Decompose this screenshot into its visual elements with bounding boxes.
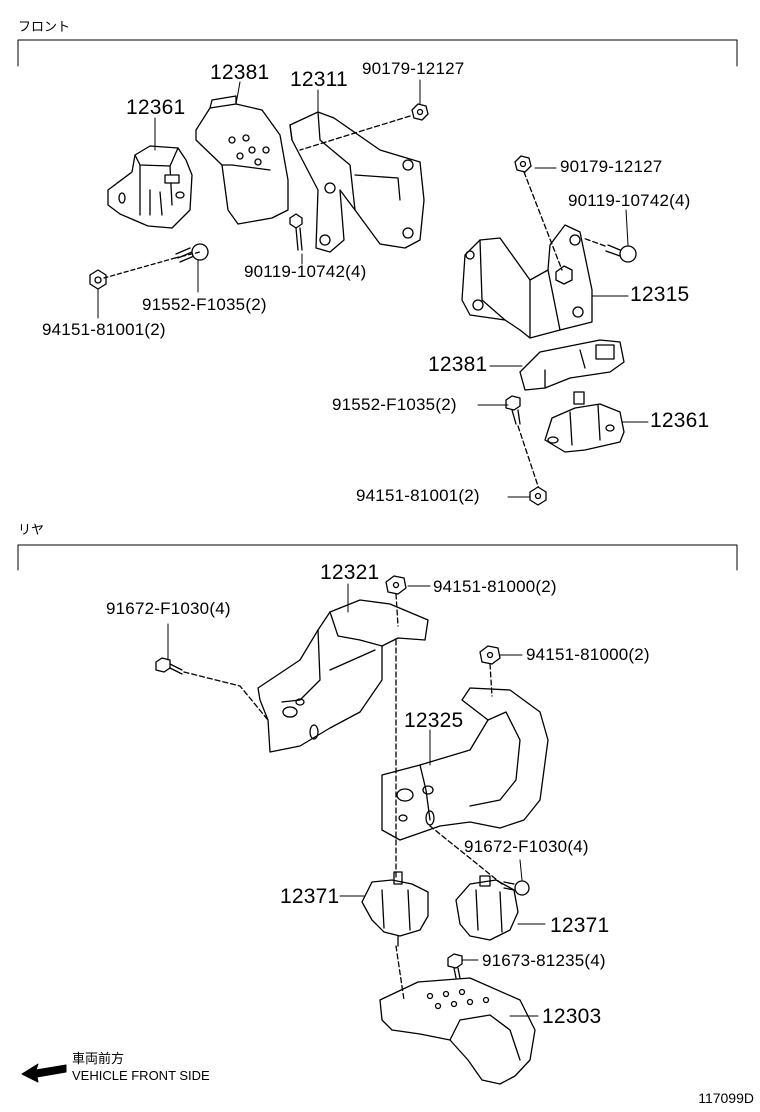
front-bolt-90119-left [289,213,303,251]
vehicle-front-english: VEHICLE FRONT SIDE [72,1068,210,1083]
rear-bracket-12325 [381,687,549,841]
part-label-91552-right: 91552-F1035(2) [332,395,457,414]
front-nut-94151-left [89,269,107,290]
front-engine-mount-left [107,145,193,229]
front-insulator-12381-left [195,95,289,225]
part-label-90179-right: 90179-12127 [560,157,663,176]
rear-section-label: リヤ [18,523,45,538]
part-label-12371-left: 12371 [280,885,340,908]
part-label-12321: 12321 [320,561,380,584]
front-nut-90179-right [514,155,532,173]
rear-bracket-12321 [257,599,429,753]
rear-bolt-91672-left [155,657,183,675]
front-bolt-90119-right [605,244,637,263]
part-label-90119-left: 90119-10742(4) [244,262,367,281]
part-label-12371-right: 12371 [550,914,610,937]
vehicle-front-note: 車両前方 VEHICLE FRONT SIDE [72,1050,210,1084]
part-label-12315: 12315 [630,283,690,306]
part-label-91672-left: 91672-F1030(4) [106,599,231,618]
part-label-90119-right: 90119-10742(4) [568,191,691,210]
part-label-12361-left: 12361 [126,96,186,119]
front-nut-94151-right [529,486,547,506]
rear-section-bracket [17,544,738,571]
front-nut-90179-top [411,103,429,121]
rear-bolt-91673 [447,953,463,979]
front-bracket-12315 [461,224,593,339]
part-label-12381-left: 12381 [210,61,270,84]
front-insulator-12381-right [519,339,625,391]
front-engine-mount-right [544,391,625,453]
rear-mount-12371-right [455,875,519,941]
front-bolt-91552-left [175,243,209,263]
part-label-12325: 12325 [404,709,464,732]
rear-crossmember-12303 [379,977,536,1085]
part-label-94151-top: 94151-81000(2) [433,577,557,596]
front-left-dashed-axis [103,257,176,279]
part-label-12303: 12303 [542,1005,602,1028]
figure-id: 117099D [698,1090,754,1106]
vehicle-front-japanese: 車両前方 [72,1051,125,1066]
part-label-94151-right: 94151-81000(2) [526,645,650,664]
part-label-94151-left: 94151-81001(2) [42,320,166,339]
rear-bolt-91672-right [503,880,530,896]
part-label-91552-left: 91552-F1035(2) [142,295,267,314]
front-direction-arrow-icon [21,1063,67,1083]
front-bracket-12311 [289,111,425,253]
front-section-bracket [17,39,738,67]
part-label-90179-top: 90179-12127 [362,59,465,78]
part-label-12361-right: 12361 [650,409,710,432]
front-bolt-91552-right [505,395,521,425]
part-label-12311: 12311 [290,68,348,91]
rear-mount-12371-left [361,871,429,947]
part-label-91673: 91673-81235(4) [482,951,606,970]
front-section-label: フロント [18,20,71,35]
rear-nut-94151-right [479,645,501,665]
part-label-12381-right: 12381 [428,353,488,376]
front-leader-lines [97,79,649,498]
part-label-91672-right: 91672-F1030(4) [464,837,589,856]
part-label-94151-right: 94151-81001(2) [356,486,480,505]
rear-nut-94151-top [385,575,407,595]
rear-leader-lines [167,583,546,1017]
